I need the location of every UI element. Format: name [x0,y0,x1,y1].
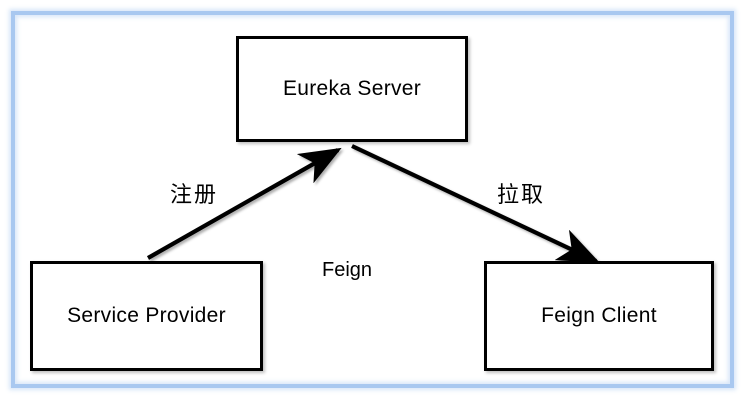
node-feign-client-label: Feign Client [541,304,657,327]
edge-label-register: 注册 [170,182,219,207]
edge-label-feign: Feign [322,259,373,281]
node-eureka-server-label: Eureka Server [282,77,422,100]
node-eureka-server[interactable]: Eureka Server [236,36,468,142]
edge-label-pull: 拉取 [497,182,546,207]
node-service-provider[interactable]: Service Provider [30,261,263,371]
edge-pull-arrow [351,144,600,263]
node-service-provider-label: Service Provider [67,304,226,327]
node-feign-client[interactable]: Feign Client [484,261,714,371]
edge-register-arrow [146,147,342,260]
